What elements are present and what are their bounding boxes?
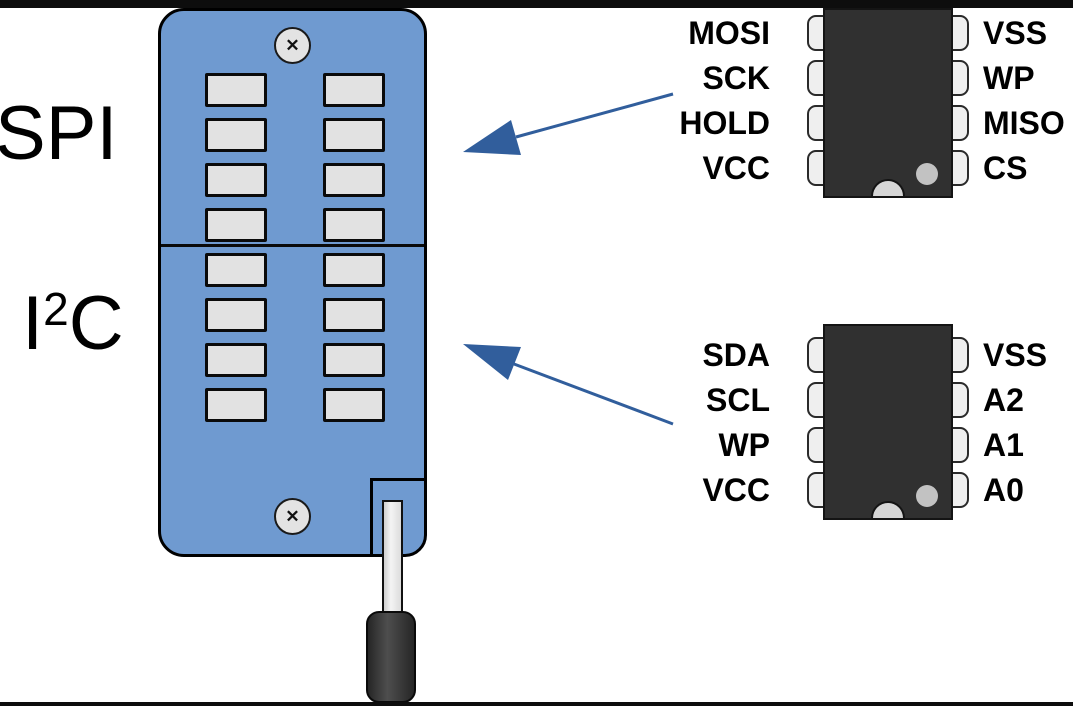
socket-pin-column-right: [323, 73, 385, 422]
i2c-chip-left-pin-labels: SDA SCL WP VCC: [618, 337, 770, 508]
screw-cross-icon: ✕: [285, 36, 300, 55]
socket-contact-pin: [323, 118, 385, 152]
socket-contact-pin: [323, 208, 385, 242]
pin-label-scl: SCL: [706, 382, 770, 418]
pin-label-cs: CS: [983, 150, 1028, 186]
socket-contact-pin: [205, 118, 267, 152]
spi-section-label: SPI: [0, 91, 118, 176]
i2c-label-base: I: [22, 281, 44, 366]
screw-cross-icon: ✕: [285, 507, 300, 526]
socket-contact-pin: [323, 298, 385, 332]
i2c-label-superscript: 2: [43, 283, 69, 335]
pin-label-wp: WP: [983, 60, 1035, 96]
socket-contact-pin: [205, 298, 267, 332]
socket-contact-pin: [205, 73, 267, 107]
pin1-dot-icon: [916, 163, 938, 185]
pin-label-miso: MISO: [983, 105, 1065, 141]
socket-contact-pin: [205, 343, 267, 377]
i2c-label-tail: C: [68, 281, 124, 366]
chip-notch-icon: [871, 501, 905, 518]
i2c-chip-right-pin-labels: VSS A2 A1 A0: [983, 337, 1073, 508]
screw-top-icon: ✕: [274, 27, 311, 64]
i2c-section-label: I2C: [22, 286, 124, 362]
screw-bottom-icon: ✕: [274, 498, 311, 535]
chip-notch-icon: [871, 179, 905, 196]
spi-chip-left-pin-labels: MOSI SCK HOLD VCC: [618, 15, 770, 186]
i2c-chip: [807, 324, 969, 520]
pin1-dot-icon: [916, 485, 938, 507]
top-border-bar: [0, 0, 1073, 8]
socket-contact-pin: [323, 73, 385, 107]
zif-socket-body: [158, 8, 427, 557]
socket-pin-column-left: [205, 73, 267, 422]
socket-contact-pin: [323, 388, 385, 422]
pin-label-vss: VSS: [983, 15, 1048, 51]
pin-label-vcc: VCC: [702, 472, 770, 508]
bottom-border-bar: [0, 702, 1073, 706]
lever-shaft: [382, 500, 403, 617]
pin-label-vcc: VCC: [702, 150, 770, 186]
socket-contact-pin: [205, 163, 267, 197]
pin-label-a0: A0: [983, 472, 1024, 508]
socket-section-divider: [161, 244, 424, 247]
pin-label-wp: WP: [718, 427, 770, 463]
socket-contact-pin: [205, 208, 267, 242]
pin-label-mosi: MOSI: [688, 15, 770, 51]
pin-label-hold: HOLD: [679, 105, 770, 141]
pin-label-sck: SCK: [702, 60, 770, 96]
spi-chip: [807, 8, 969, 198]
pin-label-vss: VSS: [983, 337, 1048, 373]
lever-handle: [366, 611, 416, 703]
pin-label-a1: A1: [983, 427, 1024, 463]
socket-contact-pin: [323, 343, 385, 377]
spi-chip-right-pin-labels: VSS WP MISO CS: [983, 15, 1073, 186]
socket-contact-pin: [205, 253, 267, 287]
pin-label-sda: SDA: [702, 337, 770, 373]
pin-label-a2: A2: [983, 382, 1024, 418]
socket-contact-pin: [323, 163, 385, 197]
socket-contact-pin: [205, 388, 267, 422]
socket-contact-pin: [323, 253, 385, 287]
spi-chip-package: [823, 8, 953, 198]
i2c-chip-package: [823, 324, 953, 520]
